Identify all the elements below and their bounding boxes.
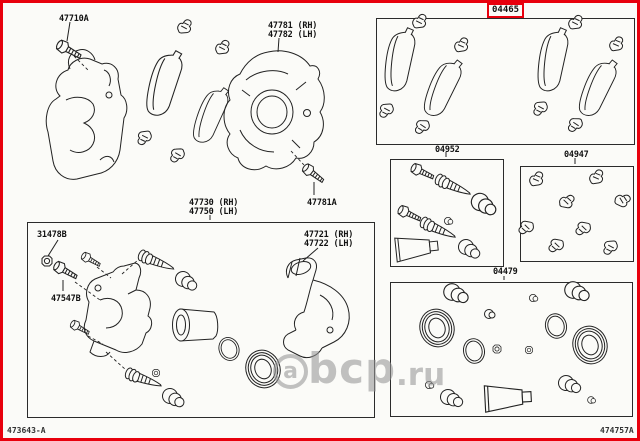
label-caliper-mount-bolt: 47710A bbox=[59, 15, 89, 24]
watermark-tld: .ru bbox=[396, 357, 446, 393]
label-mounting-lh: 47722 (LH) bbox=[304, 239, 354, 249]
label-pad-kit-highlighted[interactable]: 04465 bbox=[487, 3, 525, 18]
torque-plate-drawing bbox=[83, 262, 153, 357]
label-dust-cover-rh: 47781 (RH) bbox=[268, 21, 318, 31]
label-dust-cover-bolt-text: 47781A bbox=[307, 198, 337, 208]
cylinder-kit-box bbox=[390, 282, 633, 417]
watermark-name: bcp bbox=[308, 344, 397, 393]
label-cylinder-kit: 04479 bbox=[493, 268, 518, 277]
watermark-circled-a: a bbox=[273, 354, 308, 389]
caliper-kit-drawing bbox=[41, 248, 350, 410]
dust-cover-drawing bbox=[223, 50, 325, 171]
fitting-kit-box bbox=[520, 166, 634, 262]
dust-cover-bolt-drawing bbox=[300, 161, 327, 187]
piston-drawing bbox=[172, 308, 219, 342]
pad-kit-drawing bbox=[377, 13, 626, 135]
label-dust-cover-bolt: 47781A bbox=[307, 199, 337, 208]
inner-pads-drawing bbox=[135, 18, 232, 163]
label-cylinder-kit-text: 04479 bbox=[493, 267, 518, 277]
pin-kit-box bbox=[390, 159, 504, 267]
label-pin-kit-text: 04952 bbox=[435, 145, 460, 155]
label-mounting: 47721 (RH) 47722 (LH) bbox=[304, 231, 353, 249]
label-pad-kit-text: 04465 bbox=[492, 5, 520, 15]
watermark-abcp: a bcp .ru bbox=[273, 344, 446, 393]
label-caliper-assy-rh: 47730 (RH) bbox=[189, 198, 239, 208]
label-pin-kit: 04952 bbox=[435, 146, 460, 155]
label-caliper-mount-bolt-text: 47710A bbox=[59, 14, 89, 24]
fitting-kit-drawing bbox=[518, 168, 632, 256]
mounting-bracket-drawing bbox=[283, 257, 350, 359]
label-caliper-assy-lh: 47750 (LH) bbox=[189, 207, 239, 217]
label-dust-cover-lh: 47782 (LH) bbox=[268, 30, 318, 40]
label-fitting-kit-text: 04947 bbox=[564, 150, 589, 160]
caliper-housing-drawing bbox=[45, 49, 128, 180]
label-mount-bolt-text: 47547B bbox=[51, 294, 81, 304]
label-lock-nut-text: 31478B bbox=[37, 230, 67, 240]
label-lock-nut: 31478B bbox=[37, 231, 67, 240]
label-mounting-rh: 47721 (RH) bbox=[304, 230, 354, 240]
diagram-artwork bbox=[41, 11, 632, 413]
caliper-overhaul-box bbox=[27, 222, 375, 418]
label-caliper-assy: 47730 (RH) 47750 (LH) bbox=[189, 199, 238, 217]
pad-kit-box bbox=[376, 18, 635, 145]
label-dust-cover: 47781 (RH) 47782 (LH) bbox=[268, 22, 317, 40]
label-fitting-kit: 04947 bbox=[564, 151, 589, 160]
figure-code-left: 473643-A bbox=[7, 426, 46, 435]
figure-code-right: 474757A bbox=[600, 426, 634, 435]
pin-kit-drawing bbox=[394, 161, 501, 263]
label-mount-bolt: 47547B bbox=[51, 295, 81, 304]
dashed-lines bbox=[73, 55, 305, 371]
